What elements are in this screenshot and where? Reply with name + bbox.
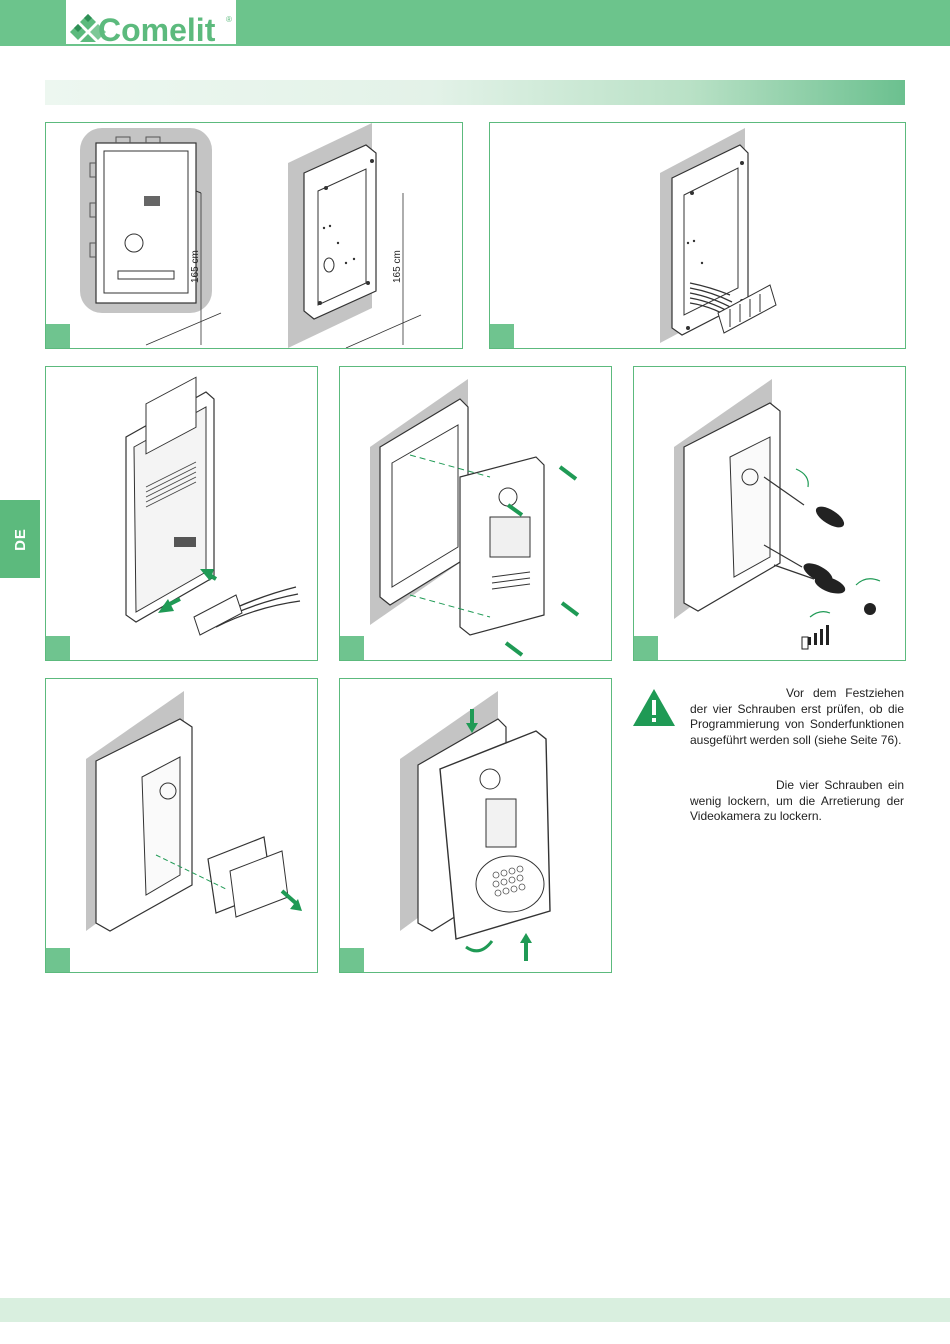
warning-icon: [632, 688, 676, 728]
step-marker: [340, 948, 364, 972]
warning-paragraph-1: Vor dem Festziehen der vier Schrauben er…: [690, 686, 904, 748]
brand-name: Comelit: [98, 12, 216, 44]
footer-bar: [0, 1298, 950, 1322]
step-marker: [46, 324, 70, 348]
figure-panel-6: [45, 678, 318, 973]
figure-panel-1: 165 cm 165 cm: [45, 122, 463, 349]
brand-logo: Comelit ®: [66, 0, 236, 44]
front-cover-illustration: [340, 679, 611, 972]
warning-paragraph-2: Die vier Schrauben ein wenig lockern, um…: [690, 778, 904, 825]
frame-wiring-illustration: [490, 123, 905, 348]
language-tab: DE: [0, 500, 40, 578]
step-marker: [490, 324, 514, 348]
step-marker: [634, 636, 658, 660]
dimension-label-left: 165 cm: [190, 250, 201, 283]
figure-panel-4: [339, 366, 612, 661]
module-connector-illustration: [46, 367, 317, 660]
front-plate-mount-illustration: [340, 367, 611, 660]
step-marker: [46, 636, 70, 660]
figure-panel-2: [489, 122, 906, 349]
section-title-band: [45, 80, 905, 105]
figure-panel-7: [339, 678, 612, 973]
language-tab-label: DE: [12, 528, 29, 551]
adjustment-illustration: [634, 367, 905, 660]
registered-mark: ®: [226, 15, 232, 24]
figure-panel-3: [45, 366, 318, 661]
dimension-label-right: 165 cm: [392, 250, 403, 283]
wall-box-illustration: 165 cm 165 cm: [46, 123, 462, 348]
step-marker: [340, 636, 364, 660]
camera-cover-illustration: [46, 679, 317, 972]
figure-panel-5: [633, 366, 906, 661]
step-marker: [46, 948, 70, 972]
